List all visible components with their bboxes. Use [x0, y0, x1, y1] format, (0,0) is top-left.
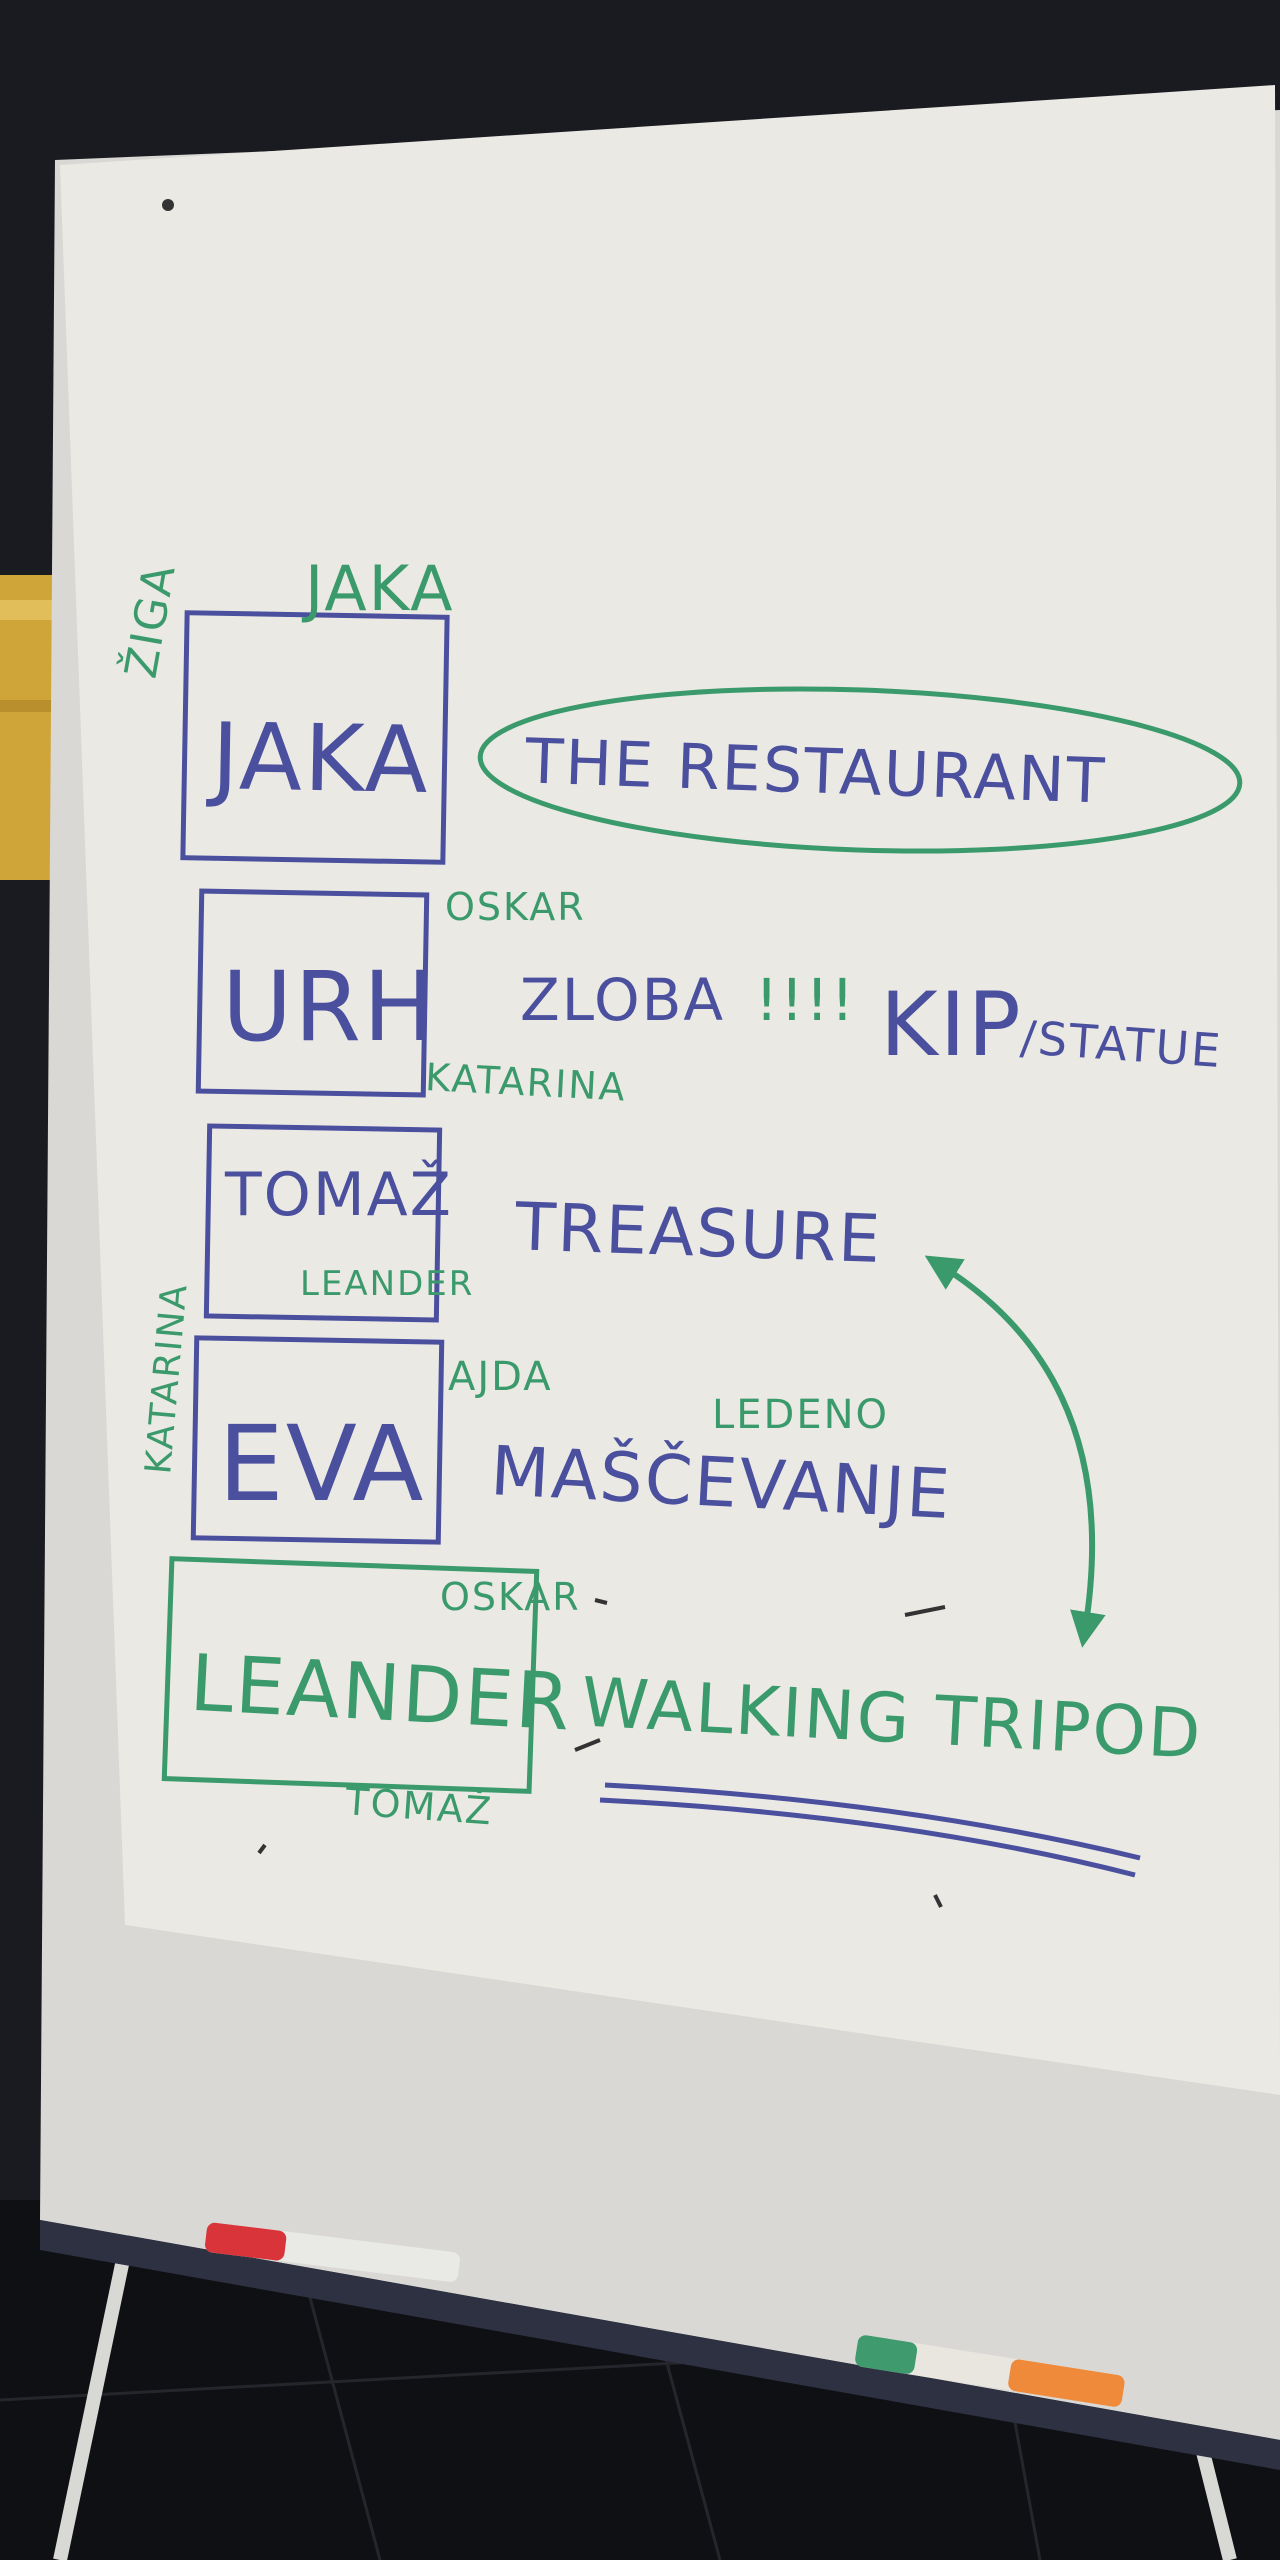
theme-marks: !!!!	[755, 966, 856, 1034]
underline-walking-tripod	[599, 1782, 1141, 1878]
label-bottom-leander: TOMAŽ	[343, 1779, 495, 1833]
name-box-eva	[190, 1335, 445, 1545]
board-tray	[40, 2220, 1280, 2470]
stray-mark	[257, 1598, 946, 1908]
name-box-leander	[161, 1556, 540, 1794]
label-top-urh: OSKAR	[445, 885, 586, 929]
label-inner-tomaz: LEANDER	[300, 1264, 474, 1304]
theme-zloba: ZLOBA	[520, 966, 725, 1034]
name-jaka: JAKA	[206, 703, 431, 814]
name-box-urh	[195, 888, 430, 1098]
name-box-jaka	[180, 610, 450, 865]
theme-treasure: TREASURE	[513, 1188, 883, 1278]
name-box-tomaz	[203, 1123, 443, 1323]
marker-red	[205, 2222, 460, 2282]
label-top-leander: OSKAR	[440, 1575, 581, 1619]
name-urh: URH	[222, 951, 437, 1063]
theme-small-ledeno: LEDENO	[712, 1392, 889, 1438]
easel-leg-left	[53, 2248, 132, 2560]
theme-circle-restaurant	[477, 686, 1243, 854]
easel-leg-right	[1193, 2438, 1237, 2560]
paper-hole	[162, 199, 174, 211]
label-bottom-urh: KATARINA	[424, 1055, 628, 1109]
theme-kip: KIP	[880, 973, 1023, 1076]
arrow-treasure-to-walking-tripod	[924, 1255, 1106, 1648]
marker-green	[855, 2335, 1125, 2407]
label-top-eva: AJDA	[448, 1354, 553, 1400]
name-eva: EVA	[218, 1403, 425, 1525]
label-above-jaka: JAKA	[301, 552, 455, 625]
floor-tile-lines	[0, 2259, 1280, 2560]
name-tomaz: TOMAŽ	[224, 1158, 453, 1230]
name-leander: LEANDER	[188, 1639, 574, 1749]
